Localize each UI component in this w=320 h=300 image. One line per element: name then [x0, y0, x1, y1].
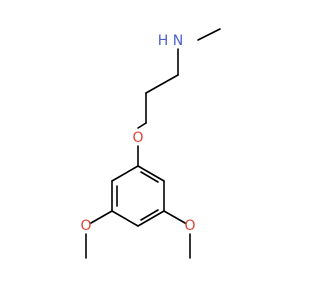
- ring-double-2: [140, 209, 159, 221]
- atom-o-methoxy-left: O: [80, 218, 91, 234]
- molecule-structure-diagram: H N O O O: [80, 28, 221, 259]
- bond-ring-o-right: [163, 210, 186, 224]
- atom-o-methoxy-right: O: [184, 218, 195, 234]
- ring-bond-3: [111, 210, 139, 227]
- bond-chain-o: [137, 122, 147, 129]
- ring-bond-4: [137, 210, 165, 227]
- atom-h: H: [158, 33, 169, 49]
- bond-n-methyl: [197, 28, 221, 41]
- bonds: [85, 28, 221, 259]
- bond-ring-o-left: [90, 210, 113, 224]
- atom-o-ether: O: [132, 130, 143, 146]
- atom-labels: H N O O O: [80, 33, 195, 234]
- ring-bond-1: [111, 165, 139, 182]
- bond-chain-1: [145, 74, 179, 94]
- ring-double-3: [140, 171, 159, 183]
- ring-bond-6: [137, 165, 165, 182]
- atom-n: N: [173, 33, 183, 49]
